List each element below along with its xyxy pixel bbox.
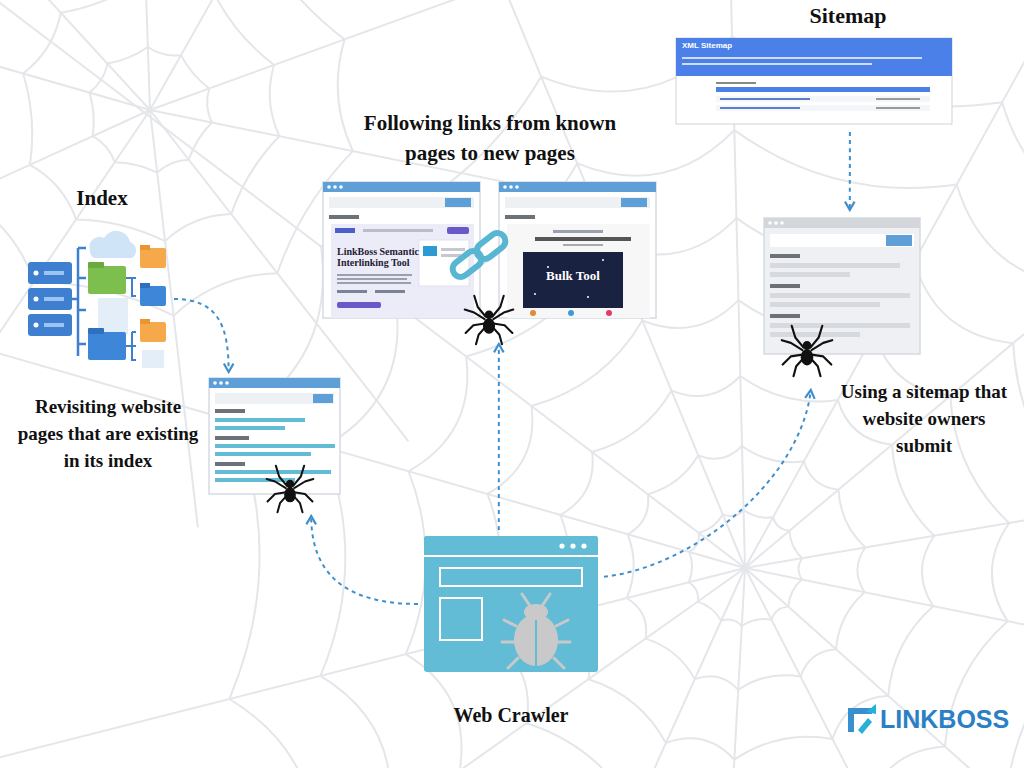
- node-caption: Revisiting website pages that are existi…: [10, 393, 206, 474]
- screenshot-image-text: Bulk Tool: [528, 268, 618, 283]
- linkboss-logo-icon: [848, 704, 876, 734]
- brand-logo-text: LINKBOSS: [880, 704, 1010, 734]
- node-caption: Following links from known pages to new …: [361, 108, 619, 168]
- screenshot-heading: LinkBoss Semantic Interlinking Tool: [337, 246, 433, 268]
- dashed-arrow: [849, 132, 851, 210]
- indexed-page-window: [209, 378, 340, 494]
- dashed-arrow: [498, 344, 500, 530]
- bug-icon: [502, 594, 570, 668]
- index-store: Index: [28, 228, 170, 370]
- indexed-page: Revisiting website pages that are existi…: [209, 378, 340, 494]
- dashed-arrow: [311, 516, 418, 604]
- server-stack: [28, 262, 72, 336]
- link-chain-icon: [449, 230, 508, 280]
- dashed-arrow: [174, 299, 229, 372]
- node-caption: Web Crawler: [411, 702, 611, 728]
- crawler-window: Web Crawler: [424, 536, 598, 672]
- dashed-arrow: [604, 390, 811, 577]
- node-inner-text: XML Sitemap: [682, 41, 802, 51]
- index-database-icon: [28, 228, 170, 370]
- node-caption: Using a sitemap that website owners subm…: [836, 378, 1012, 459]
- sitemap-screenshot: SitemapXML Sitemap: [676, 38, 952, 124]
- crawler-window-icon: [424, 536, 598, 672]
- sitemap-page-window: [764, 218, 920, 354]
- node-caption: Index: [22, 184, 182, 212]
- xml-sitemap-screenshot: [676, 38, 952, 124]
- sitemap-page: Using a sitemap that website owners subm…: [764, 218, 920, 354]
- node-caption: Sitemap: [768, 2, 928, 30]
